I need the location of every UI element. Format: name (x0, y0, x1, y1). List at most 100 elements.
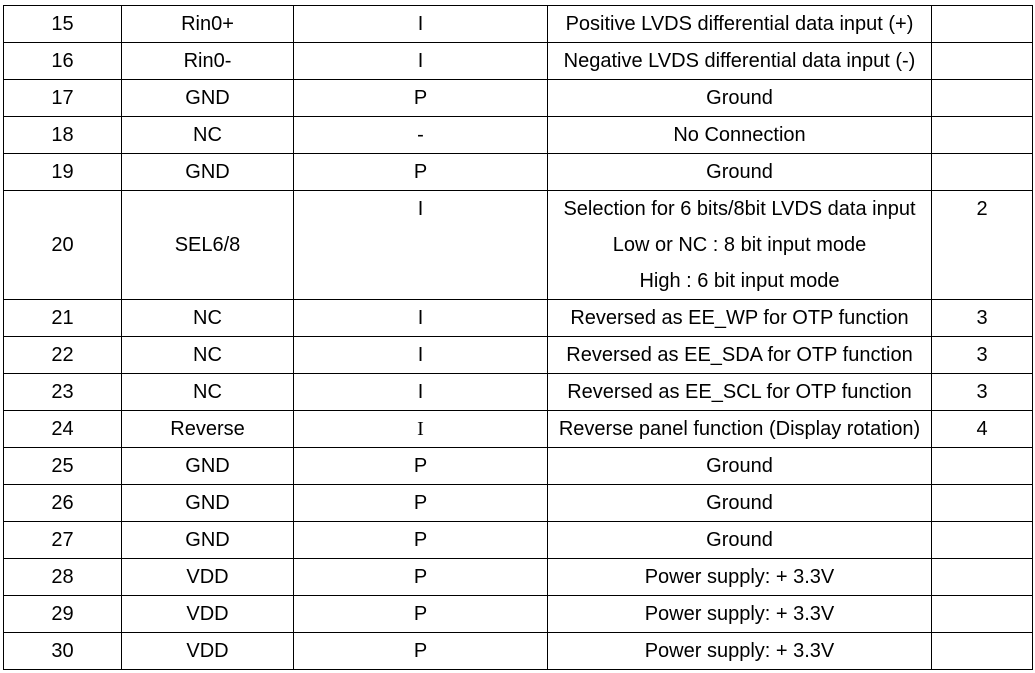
symbol-cell: GND (121, 153, 294, 191)
io-type-cell: P (293, 558, 548, 596)
io-type-cell: - (293, 116, 548, 154)
io-type-cell: I (293, 190, 548, 300)
description-line: Low or NC : 8 bit input mode (612, 234, 867, 256)
symbol-cell: Reverse (121, 410, 294, 448)
io-type-cell: P (293, 521, 548, 559)
pin-number-cell: 26 (3, 484, 122, 522)
description-line: Reversed as EE_SCL for OTP function (567, 381, 912, 403)
pin-number-cell: 15 (3, 5, 122, 43)
description-line: Ground (706, 455, 773, 477)
pin-number-cell: 20 (3, 190, 122, 300)
note-cell (931, 484, 1033, 522)
pin-number-cell: 18 (3, 116, 122, 154)
description-cell: Reversed as EE_SDA for OTP function (547, 336, 932, 374)
description-cell: Positive LVDS differential data input (+… (547, 5, 932, 43)
description-cell: Ground (547, 521, 932, 559)
note-cell (931, 558, 1033, 596)
pin-number-cell: 27 (3, 521, 122, 559)
symbol-cell: GND (121, 521, 294, 559)
pin-number-cell: 28 (3, 558, 122, 596)
pin-number-cell: 30 (3, 632, 122, 670)
io-type-cell: P (293, 447, 548, 485)
description-line: Reverse panel function (Display rotation… (558, 418, 921, 440)
description-cell: Selection for 6 bits/8bit LVDS data inpu… (547, 190, 932, 300)
description-line: Power supply: + 3.3V (644, 603, 835, 625)
note-cell (931, 5, 1033, 43)
description-cell: Ground (547, 153, 932, 191)
symbol-cell: NC (121, 116, 294, 154)
description-line: Ground (706, 529, 773, 551)
note-cell (931, 79, 1033, 117)
note-cell: 4 (931, 410, 1033, 448)
description-cell: Power supply: + 3.3V (547, 558, 932, 596)
pin-number-cell: 17 (3, 79, 122, 117)
note-cell (931, 595, 1033, 633)
symbol-cell: GND (121, 484, 294, 522)
note-cell (931, 153, 1033, 191)
description-line: Positive LVDS differential data input (+… (565, 13, 914, 35)
description-line: Ground (706, 492, 773, 514)
pin-number-cell: 23 (3, 373, 122, 411)
pin-number-cell: 22 (3, 336, 122, 374)
description-cell: Ground (547, 484, 932, 522)
description-cell: Reverse panel function (Display rotation… (547, 410, 932, 448)
description-line: Ground (706, 161, 773, 183)
description-line: Negative LVDS differential data input (-… (563, 50, 916, 72)
description-cell: Power supply: + 3.3V (547, 632, 932, 670)
pin-number-cell: 24 (3, 410, 122, 448)
pin-number-cell: 21 (3, 299, 122, 337)
note-cell: 3 (931, 373, 1033, 411)
description-cell: Ground (547, 79, 932, 117)
description-cell: Negative LVDS differential data input (-… (547, 42, 932, 80)
io-type-cell: I (293, 373, 548, 411)
note-cell (931, 116, 1033, 154)
note-cell: 2 (931, 190, 1033, 300)
description-line: Power supply: + 3.3V (644, 640, 835, 662)
symbol-cell: GND (121, 79, 294, 117)
note-cell (931, 42, 1033, 80)
io-type-cell: P (293, 484, 548, 522)
symbol-cell: NC (121, 299, 294, 337)
description-cell: Power supply: + 3.3V (547, 595, 932, 633)
symbol-cell: Rin0+ (121, 5, 294, 43)
symbol-cell: SEL6/8 (121, 190, 294, 300)
io-type-cell: I (293, 299, 548, 337)
io-type-cell: P (293, 595, 548, 633)
symbol-cell: Rin0- (121, 42, 294, 80)
io-type-cell: P (293, 632, 548, 670)
symbol-cell: VDD (121, 595, 294, 633)
symbol-cell: VDD (121, 558, 294, 596)
pin-number-cell: 29 (3, 595, 122, 633)
description-line: Reversed as EE_WP for OTP function (570, 307, 909, 329)
description-cell: Ground (547, 447, 932, 485)
symbol-cell: VDD (121, 632, 294, 670)
io-type-cell: I (293, 336, 548, 374)
io-type-cell: I (293, 5, 548, 43)
description-line: High : 6 bit input mode (639, 270, 840, 292)
note-cell (931, 447, 1033, 485)
pin-number-cell: 25 (3, 447, 122, 485)
note-cell: 3 (931, 299, 1033, 337)
description-line: No Connection (673, 124, 806, 146)
io-type-cell: P (293, 153, 548, 191)
note-cell (931, 521, 1033, 559)
description-line: Reversed as EE_SDA for OTP function (566, 344, 913, 366)
pin-number-cell: 16 (3, 42, 122, 80)
description-line: Ground (706, 87, 773, 109)
